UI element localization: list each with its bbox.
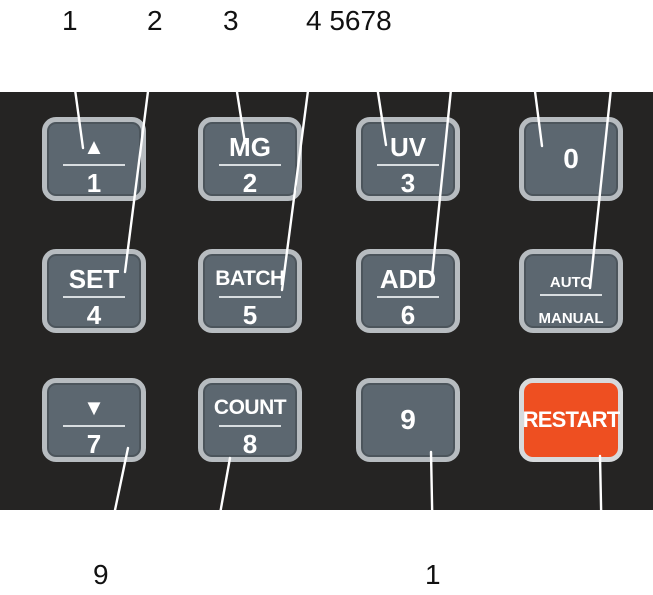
callout-label-4-8: 4 5678 [306, 5, 392, 36]
leader-line-6 [430, 58, 456, 278]
leader-line-12 [598, 454, 604, 555]
key-divider [219, 425, 281, 427]
key-divider [377, 164, 439, 166]
key-bottom-label: 8 [242, 429, 258, 459]
key-top-label: MG [229, 132, 271, 162]
callout-label-bottom-1: 1 [425, 559, 441, 590]
leader-line-3 [230, 58, 247, 145]
up-arrow-icon: ▲ [83, 134, 105, 159]
key-label: RESTART [522, 407, 620, 432]
batch-5-key[interactable]: BATCH 5 [198, 249, 302, 333]
key-top-label: AUTO [549, 274, 593, 291]
key-bottom-label: 3 [400, 168, 416, 198]
key-divider [219, 296, 281, 298]
key-top-label: BATCH [215, 267, 285, 290]
leader-line-5 [371, 58, 388, 147]
leader-line-4 [280, 58, 314, 292]
leader-line-8 [588, 58, 616, 290]
key-divider [63, 425, 125, 427]
leader-line-2 [123, 58, 154, 274]
key-top-label: SET [68, 264, 120, 294]
key-bottom-label: 1 [86, 168, 102, 198]
key-divider [63, 296, 125, 298]
leader-line-7 [529, 58, 544, 148]
callout-label-1: 1 [62, 5, 78, 36]
count-8-key[interactable]: COUNT 8 [198, 378, 302, 462]
add-6-key[interactable]: ADD 6 [356, 249, 460, 333]
key-label: 0 [563, 143, 579, 174]
key-top-label: COUNT [213, 396, 287, 419]
key-divider [219, 164, 281, 166]
key-divider [377, 296, 439, 298]
key-bottom-label: 6 [400, 300, 416, 330]
key-bottom-label: 4 [86, 300, 102, 330]
restart-key[interactable]: RESTART [519, 378, 623, 462]
leader-line-10 [211, 456, 232, 555]
key-bottom-label: MANUAL [538, 310, 604, 327]
down-arrow-icon: ▼ [83, 395, 105, 420]
callout-label-9: 9 [93, 559, 109, 590]
leader-line-11 [429, 450, 435, 555]
key-bottom-label: 5 [242, 300, 258, 330]
mg-2-key[interactable]: MG 2 [198, 117, 302, 201]
key-divider [540, 294, 602, 296]
up-1-key[interactable]: ▲ 1 [42, 117, 146, 201]
key-top-label: ADD [379, 264, 437, 294]
set-4-key[interactable]: SET 4 [42, 249, 146, 333]
leader-line-9 [104, 446, 130, 555]
key-bottom-label: 2 [242, 168, 258, 198]
key-bottom-label: 7 [86, 429, 102, 459]
callout-label-2: 2 [147, 5, 163, 36]
leader-line-1 [69, 58, 85, 150]
callout-label-3: 3 [223, 5, 239, 36]
key-divider [63, 164, 125, 166]
key-label: 9 [400, 404, 416, 435]
nine-key[interactable]: 9 [356, 378, 460, 462]
auto-manual-key[interactable]: AUTO MANUAL [519, 249, 623, 333]
key-top-label: UV [389, 132, 427, 162]
uv-3-key[interactable]: UV 3 [356, 117, 460, 201]
